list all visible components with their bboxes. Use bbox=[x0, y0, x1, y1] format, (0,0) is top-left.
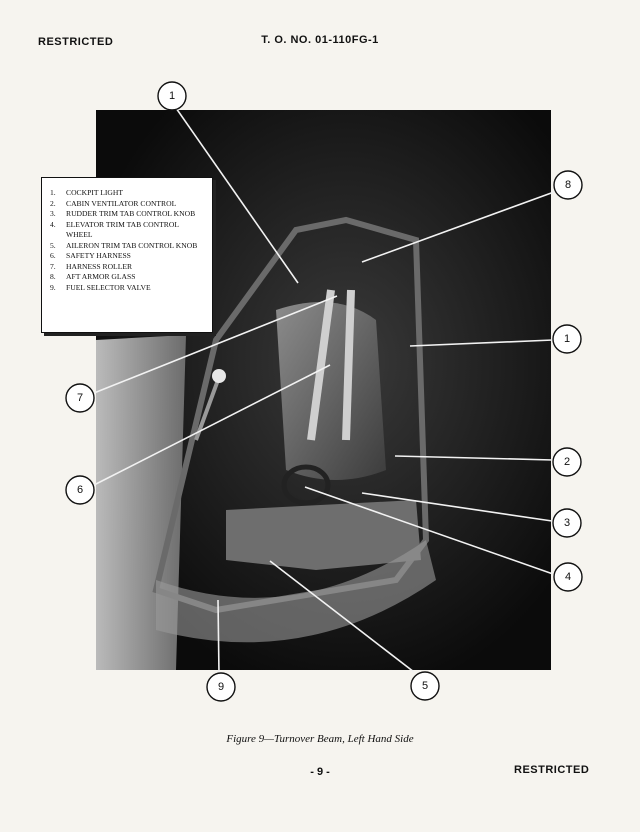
callout-1-right: 1 bbox=[563, 333, 571, 345]
legend-item: 7.HARNESS ROLLER bbox=[50, 261, 133, 271]
callout-1-top: 1 bbox=[168, 90, 176, 102]
legend-item: 5.AILERON TRIM TAB CONTROL KNOB bbox=[50, 240, 198, 250]
legend-item: 1.COCKPIT LIGHT bbox=[50, 188, 124, 197]
header-document-number: T. O. NO. 01-110FG-1 bbox=[261, 34, 379, 46]
callout-5: 5 bbox=[421, 680, 429, 692]
figure-legend: 1.COCKPIT LIGHT 2.CABIN VENTILATOR CONTR… bbox=[41, 177, 213, 333]
header-classification: RESTRICTED bbox=[38, 36, 114, 48]
footer-classification: RESTRICTED bbox=[514, 764, 590, 776]
callout-2: 2 bbox=[563, 456, 571, 468]
callout-9: 9 bbox=[217, 681, 225, 693]
legend-item: 9.FUEL SELECTOR VALVE bbox=[50, 282, 151, 292]
callout-3: 3 bbox=[563, 517, 571, 529]
legend-item: 2.CABIN VENTILATOR CONTROL bbox=[50, 198, 177, 208]
callout-4: 4 bbox=[564, 571, 572, 583]
figure-caption: Figure 9—Turnover Beam, Left Hand Side bbox=[226, 733, 414, 745]
page-number: - 9 - bbox=[310, 766, 330, 778]
callout-7: 7 bbox=[76, 392, 84, 404]
legend-item: 4.ELEVATOR TRIM TAB CONTROL WHEEL bbox=[50, 219, 179, 240]
legend-item: 3.RUDDER TRIM TAB CONTROL KNOB bbox=[50, 209, 196, 218]
callout-6: 6 bbox=[76, 484, 84, 496]
callout-8: 8 bbox=[564, 179, 572, 191]
legend-item: 6.SAFETY HARNESS bbox=[50, 251, 131, 260]
legend-item: 8.AFT ARMOR GLASS bbox=[50, 272, 136, 281]
